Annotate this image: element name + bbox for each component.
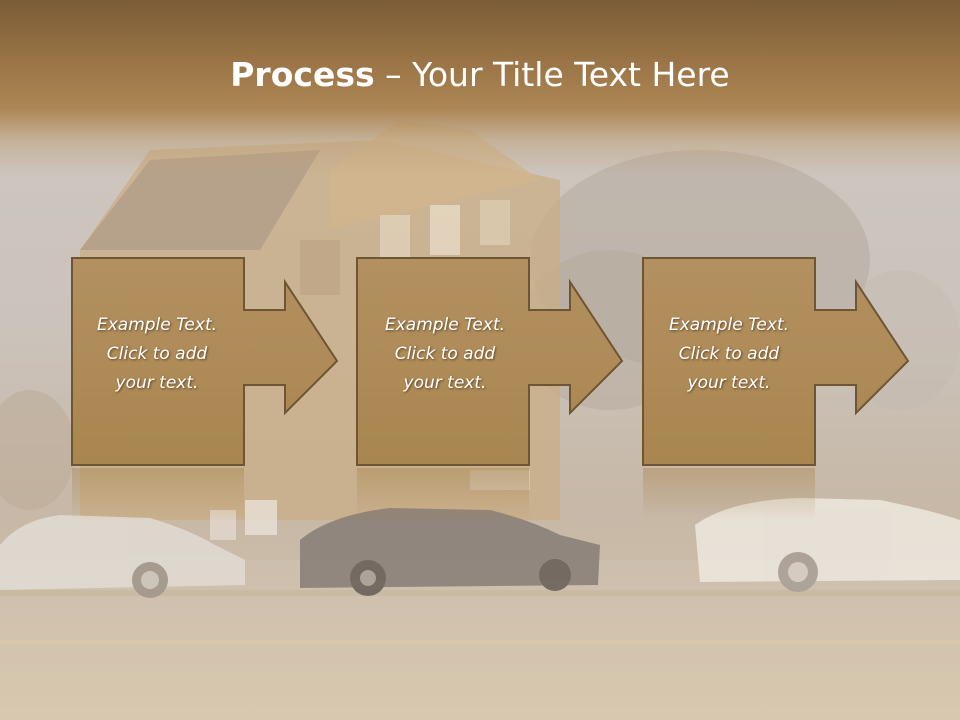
slide-title[interactable]: Process – Your Title Text Here xyxy=(0,52,960,98)
title-band xyxy=(0,0,960,175)
step-text-2[interactable]: Example Text. Click to add your text. xyxy=(357,311,533,398)
title-rest-text: – Your Title Text Here xyxy=(374,55,730,94)
step-text-line: your text. xyxy=(115,373,199,393)
title-bold-text: Process xyxy=(230,55,375,94)
step-text-1[interactable]: Example Text. Click to add your text. xyxy=(69,311,245,398)
step-text-line: your text. xyxy=(687,373,771,393)
step-text-line: Example Text. xyxy=(668,315,790,335)
step-shape-3[interactable] xyxy=(642,257,910,520)
step-text-3[interactable]: Example Text. Click to add your text. xyxy=(641,311,817,398)
car-white-left xyxy=(0,515,245,598)
step-shape-1[interactable] xyxy=(71,257,339,520)
step-text-line: your text. xyxy=(403,373,487,393)
car-dark-middle xyxy=(300,508,600,596)
step-text-line: Click to add xyxy=(394,344,496,364)
step-text-line: Click to add xyxy=(106,344,208,364)
step-shape-2[interactable] xyxy=(356,257,624,520)
step-text-line: Example Text. xyxy=(384,315,506,335)
step-text-line: Example Text. xyxy=(96,315,218,335)
step-text-line: Click to add xyxy=(678,344,780,364)
